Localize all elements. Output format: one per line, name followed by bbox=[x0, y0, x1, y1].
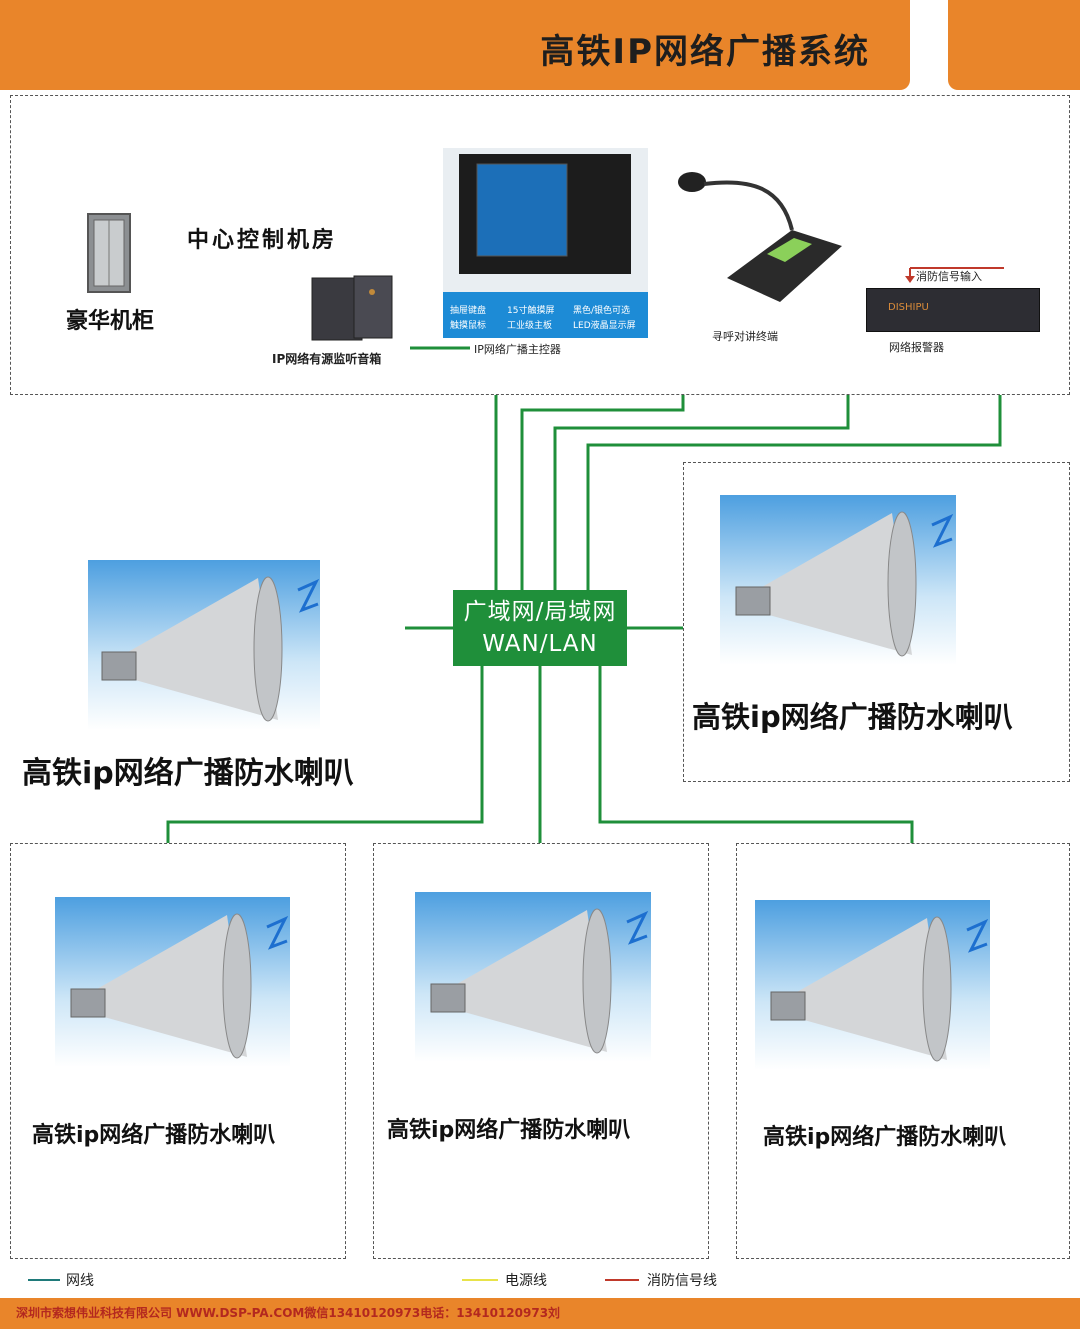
network-label-en: WAN/LAN bbox=[482, 631, 598, 657]
controller-feature: LED液晶显示屏 bbox=[573, 321, 636, 331]
alarm-brand: DISHIPU bbox=[888, 302, 929, 313]
horn-speaker-image bbox=[55, 897, 290, 1067]
monitor-speaker-icon bbox=[310, 272, 394, 348]
legend-label-power: 电源线 bbox=[505, 1273, 547, 1289]
fire-input-label: 消防信号输入 bbox=[916, 270, 982, 283]
speaker-label: 高铁ip网络广播防水喇叭 bbox=[32, 1123, 276, 1148]
speaker-label: 高铁ip网络广播防水喇叭 bbox=[692, 700, 1013, 734]
controller-feature: 抽屉键盘 bbox=[450, 306, 487, 316]
page-title: 高铁IP网络广播系统 bbox=[540, 32, 870, 72]
legend-label-fire: 消防信号线 bbox=[647, 1273, 717, 1289]
cabinet-icon bbox=[86, 212, 132, 298]
paging-terminal-label: 寻呼对讲终端 bbox=[712, 330, 778, 343]
horn-speaker-image bbox=[720, 495, 956, 665]
controller-feature: 黑色/银色可选 bbox=[573, 306, 631, 316]
network-switch: 广域网/局域网 WAN/LAN bbox=[453, 590, 627, 666]
horn-speaker-image bbox=[88, 560, 320, 730]
controller-label: IP网络广播主控器 bbox=[474, 343, 561, 356]
legend-label-network: 网线 bbox=[66, 1273, 94, 1289]
control-room-title: 中心控制机房 bbox=[187, 228, 338, 253]
paging-terminal-icon bbox=[672, 168, 847, 322]
line-paging bbox=[520, 395, 685, 590]
cabinet-label: 豪华机柜 bbox=[66, 309, 155, 334]
header-banner-right bbox=[948, 0, 1080, 90]
horn-speaker-image bbox=[755, 900, 990, 1070]
horn-speaker-image bbox=[415, 892, 651, 1062]
alarm-unit-label: 网络报警器 bbox=[889, 341, 944, 354]
legend-line-power bbox=[462, 1279, 498, 1281]
footer-bar bbox=[0, 1298, 1080, 1329]
line-alarm bbox=[553, 395, 850, 590]
speaker-label: 高铁ip网络广播防水喇叭 bbox=[22, 756, 354, 791]
legend-line-fire bbox=[605, 1279, 639, 1281]
fire-input-arrow-icon bbox=[904, 264, 1014, 288]
controller-feature: 触摸鼠标 bbox=[450, 321, 487, 331]
control-room-box bbox=[10, 95, 1070, 395]
network-label-cn: 广域网/局域网 bbox=[463, 599, 617, 625]
controller-feature: 工业级主板 bbox=[507, 321, 553, 331]
speaker-label: 高铁ip网络广播防水喇叭 bbox=[763, 1125, 1007, 1150]
line-bottom-left bbox=[166, 666, 484, 843]
line-fire bbox=[586, 395, 1002, 590]
speaker-label: 高铁ip网络广播防水喇叭 bbox=[387, 1118, 631, 1143]
alarm-unit-icon bbox=[866, 288, 1040, 332]
line-bottom-right bbox=[598, 666, 914, 843]
monitor-speaker-label: IP网络有源监听音箱 bbox=[272, 352, 382, 366]
controller-icon bbox=[443, 148, 648, 338]
header-banner bbox=[0, 0, 910, 90]
legend-line-network bbox=[28, 1279, 60, 1281]
controller-feature: 15寸触摸屏 bbox=[507, 306, 555, 316]
footer-text: 深圳市索想伟业科技有限公司 WWW.DSP-PA.COM微信1341012097… bbox=[16, 1306, 561, 1320]
